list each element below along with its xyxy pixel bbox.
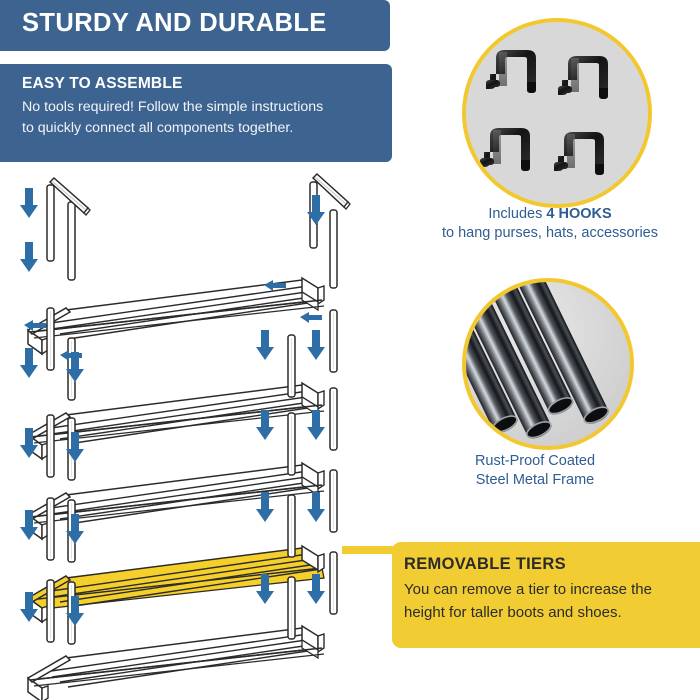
assemble-heading: EASY TO ASSEMBLE	[22, 75, 183, 92]
removable-tiers-line-1: You can remove a tier to increase the	[404, 581, 652, 598]
four-hooks-illustration	[466, 22, 648, 204]
steel-frame-feature-image	[462, 278, 634, 450]
removable-tiers-heading: REMOVABLE TIERS	[404, 555, 566, 573]
callout-connector-strip	[342, 546, 398, 554]
diagram-top-loose-parts	[46, 172, 351, 289]
tube-3	[480, 282, 574, 415]
hooks-caption: Includes 4 HOOKS to hang purses, hats, a…	[400, 205, 700, 243]
removable-tiers-callout: REMOVABLE TIERS You can remove a tier to…	[392, 542, 700, 648]
hooks-feature-image	[462, 18, 652, 208]
easy-to-assemble-panel: EASY TO ASSEMBLE No tools required! Foll…	[0, 64, 392, 162]
removable-tiers-line-2: height for taller boots and shoes.	[404, 604, 622, 621]
tube-4	[506, 282, 610, 424]
hooks-caption-line-1: Includes 4 HOOKS	[488, 206, 612, 222]
frame-caption-line-2: Steel Metal Frame	[475, 471, 595, 488]
header-banner: STURDY AND DURABLE	[0, 0, 390, 51]
frame-caption-line-1: Rust-Proof Coated	[474, 453, 596, 469]
frame-caption: Rust-Proof Coated Steel Metal Frame	[390, 452, 680, 490]
steel-tubes-illustration	[466, 282, 630, 446]
page-title: STURDY AND DURABLE	[22, 9, 327, 37]
assemble-body-line-2: to quickly connect all components togeth…	[22, 120, 294, 136]
hooks-caption-line-2: to hang purses, hats, accessories	[441, 225, 658, 242]
assemble-body-line-1: No tools required! Follow the simple ins…	[22, 99, 324, 115]
shelf-tier-4-highlighted	[26, 544, 325, 624]
shoe-rack-assembly-diagram	[20, 172, 351, 700]
